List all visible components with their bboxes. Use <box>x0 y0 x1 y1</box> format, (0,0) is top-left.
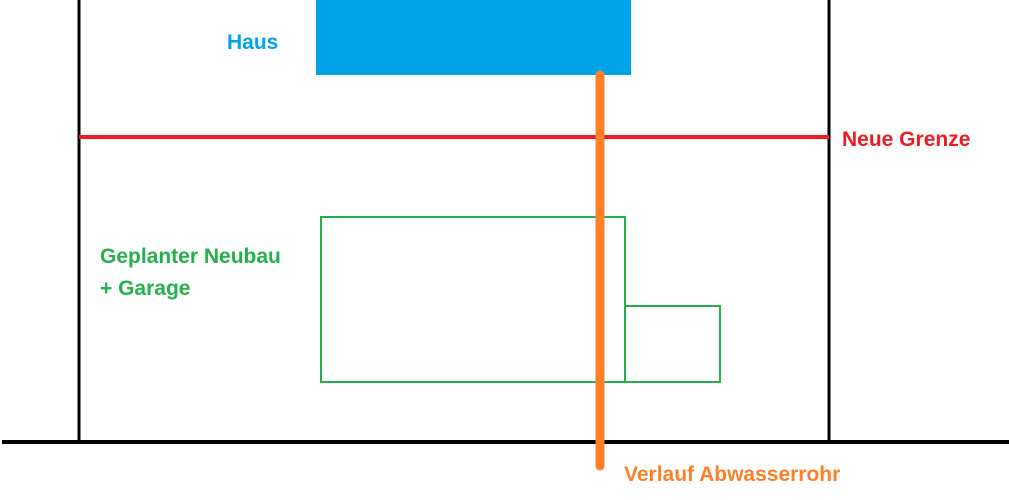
sewer-pipe-label: Verlauf Abwasserrohr <box>624 463 841 486</box>
house-label: Haus <box>227 31 279 54</box>
planned-building-label: Geplanter Neubau + Garage <box>100 241 281 305</box>
house-shape <box>316 0 631 75</box>
new-boundary-label: Neue Grenze <box>842 128 971 151</box>
planned-building-outline <box>320 216 626 383</box>
planned-garage-outline <box>624 305 721 383</box>
planned-building-label-line1: Geplanter Neubau <box>100 245 281 268</box>
planned-building-label-line2: + Garage <box>100 277 191 300</box>
